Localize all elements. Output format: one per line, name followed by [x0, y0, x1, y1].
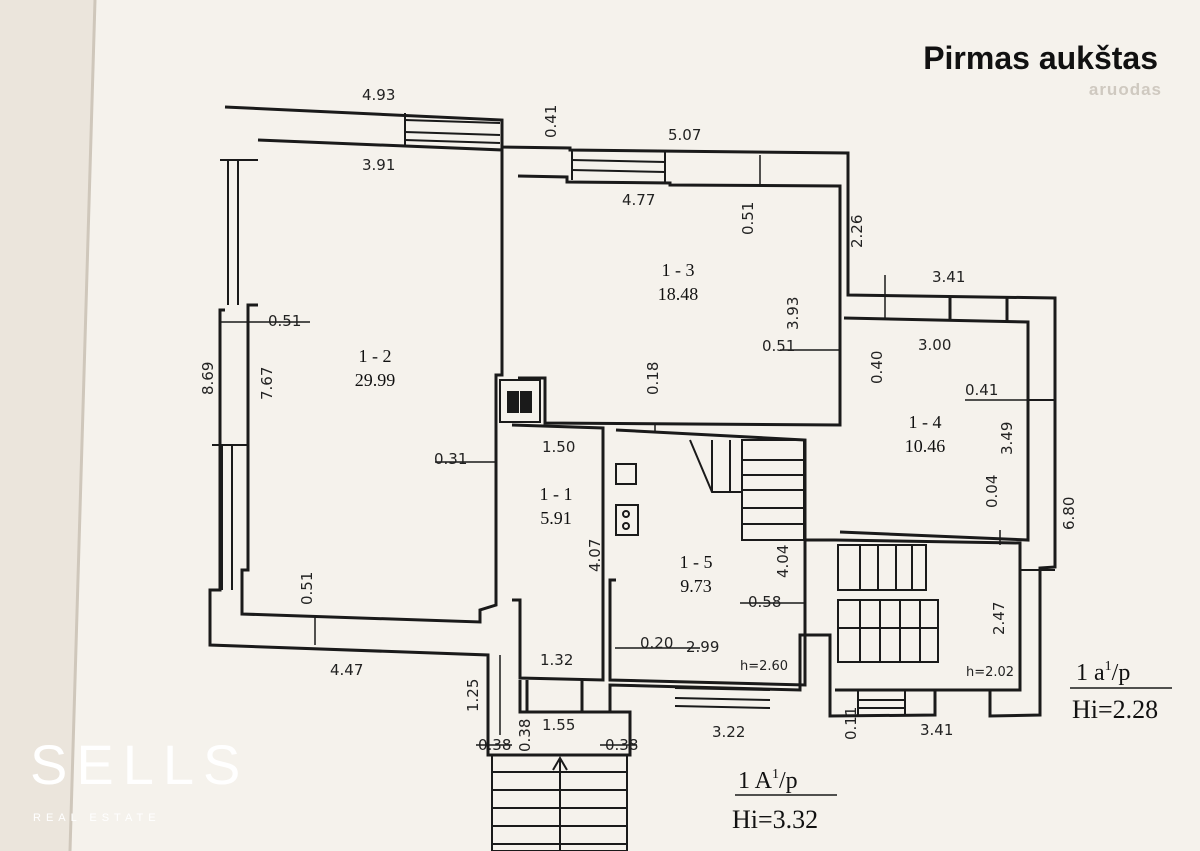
room-area-1-3: 18.48 [658, 284, 699, 304]
walls [208, 105, 1057, 757]
dim-label: 1.32 [540, 651, 573, 669]
height-label: h=2.02 [966, 665, 1014, 680]
dim-label: 1.50 [542, 438, 575, 456]
dim-label: 0.20 [640, 634, 673, 652]
dim-label: 5.07 [668, 126, 701, 144]
dim-label: 0.41 [965, 381, 998, 399]
legend-first-hi: Hi=3.32 [732, 805, 818, 834]
height-label: h=2.60 [740, 659, 788, 674]
dim-label: 0.38 [605, 736, 638, 754]
dim-label: 2.26 [848, 215, 866, 248]
dim-label: 7.67 [258, 367, 276, 400]
room-label-1-3: 1 - 3 [662, 260, 695, 280]
dim-label: 1.25 [464, 679, 482, 712]
room-area-1-2: 29.99 [355, 370, 396, 390]
brand-logo: SELLS [30, 733, 250, 796]
dim-label: 4.77 [622, 191, 655, 209]
dimension-lines [220, 155, 1172, 796]
dim-label: 0.58 [748, 593, 781, 611]
dim-label: 8.69 [199, 362, 217, 395]
dim-label: 3.41 [920, 721, 953, 739]
windows [212, 113, 1055, 715]
dim-label: 0.31 [434, 450, 467, 468]
dim-label: 0.51 [762, 337, 795, 355]
level-legend-attic: 1 a1/p Hi=2.28 [1072, 659, 1158, 724]
room-area-1-1: 5.91 [540, 508, 572, 528]
dim-label: 3.49 [998, 422, 1016, 455]
dim-label: 0.51 [739, 202, 757, 235]
brand-tagline: REAL ESTATE [33, 812, 161, 824]
room-label-1-4: 1 - 4 [909, 412, 942, 432]
dim-label: 3.00 [918, 336, 951, 354]
floor-title: Pirmas aukštas [923, 40, 1158, 76]
dim-label: 3.93 [784, 297, 802, 330]
dim-label: 1.55 [542, 716, 575, 734]
dim-label: 0.11 [842, 707, 860, 740]
room-area-1-5: 9.73 [680, 576, 712, 596]
room-label-1-2: 1 - 2 [359, 346, 392, 366]
dim-label: 2.99 [686, 638, 719, 656]
stairs [491, 379, 939, 851]
dim-label: 4.04 [774, 545, 792, 578]
watermark: aruodas [1088, 80, 1162, 99]
dim-label: 0.18 [644, 362, 662, 395]
dim-label: 0.51 [298, 572, 316, 605]
room-labels: 1 - 2 29.99 1 - 3 18.48 1 - 4 10.46 1 - … [355, 260, 946, 596]
dim-label: 0.38 [478, 736, 511, 754]
dim-label: 0.41 [542, 105, 560, 138]
level-legend-first: 1 A1/p Hi=3.32 [732, 767, 818, 834]
dim-label: 0.04 [983, 475, 1001, 508]
dim-label: 4.93 [362, 86, 395, 104]
room-label-1-5: 1 - 5 [680, 552, 713, 572]
dim-label: 0.40 [868, 351, 886, 384]
dimension-labels: 4.93 3.91 0.41 5.07 4.77 0.51 2.26 3.41 … [199, 86, 1078, 754]
legend-attic-label: 1 a1/p [1076, 659, 1130, 686]
legend-first-label: 1 A1/p [738, 767, 798, 794]
dim-label: 4.07 [586, 539, 604, 572]
dim-label: 3.41 [932, 268, 965, 286]
room-area-1-4: 10.46 [905, 436, 946, 456]
room-label-1-1: 1 - 1 [540, 484, 573, 504]
dim-label: 6.80 [1060, 497, 1078, 530]
dim-label: 0.38 [516, 719, 534, 752]
dim-label: 2.47 [990, 602, 1008, 635]
dim-label: 3.91 [362, 156, 395, 174]
dim-label: 0.51 [268, 312, 301, 330]
dim-label: 4.47 [330, 661, 363, 679]
dim-label: 3.22 [712, 723, 745, 741]
legend-attic-hi: Hi=2.28 [1072, 695, 1158, 724]
